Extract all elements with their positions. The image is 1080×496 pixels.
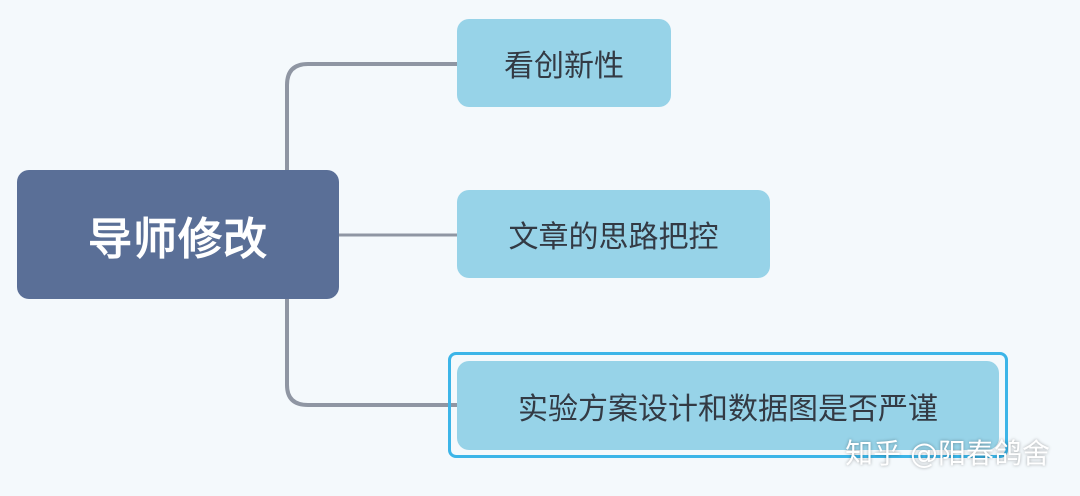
child-node-label: 看创新性 <box>504 49 624 84</box>
child-node-label: 文章的思路把控 <box>508 220 719 255</box>
root-node[interactable]: 导师修改 <box>17 170 339 299</box>
child-node-logic[interactable]: 文章的思路把控 <box>457 190 770 278</box>
child-node-label: 实验方案设计和数据图是否严谨 <box>518 391 938 427</box>
connector-branch-bottom <box>285 299 457 407</box>
child-node-innovation[interactable]: 看创新性 <box>457 19 671 107</box>
selection-highlight <box>448 352 1008 458</box>
root-node-label: 导师修改 <box>88 213 268 265</box>
connector-trunk <box>285 62 457 170</box>
watermark: 知乎 @阳春鸽舍 <box>845 437 1050 470</box>
child-node-experiment-design[interactable]: 实验方案设计和数据图是否严谨 <box>457 361 999 450</box>
